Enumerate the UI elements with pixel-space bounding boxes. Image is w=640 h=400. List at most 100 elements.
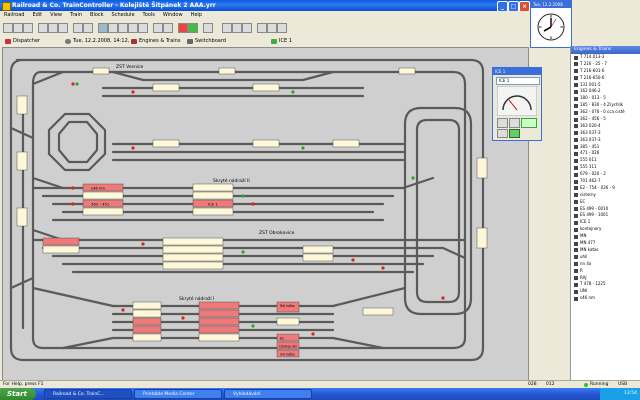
list-item[interactable]: MN kaťas (571, 247, 640, 254)
train-select[interactable]: ICE 1 (496, 77, 540, 85)
taskbar-item-media[interactable]: Printable Media Center (134, 389, 222, 399)
save-icon[interactable] (23, 23, 33, 33)
list-item[interactable]: T 216-650-6 (571, 75, 640, 82)
menu-schedule[interactable]: Schedule (111, 12, 135, 18)
list-item[interactable]: T 478 - 1225 (571, 281, 640, 288)
switch-icon[interactable] (118, 23, 128, 33)
tab-dispatcher[interactable]: Dispatcher (4, 37, 61, 46)
list-item[interactable]: kontejnery (571, 226, 640, 233)
cut-icon[interactable] (38, 23, 48, 33)
list-item[interactable]: 679 - 020 - 2 (571, 171, 640, 178)
list-item[interactable]: ICE 1 (571, 219, 640, 226)
menu-railroad[interactable]: Railroad (4, 12, 25, 18)
list-item[interactable]: MN (571, 233, 640, 240)
engine-icon (574, 89, 578, 94)
taskbar-item-trainctrl[interactable]: Railroad & Co. TrainC... (44, 389, 132, 399)
taskbar-item-search[interactable]: Vyhledávání (224, 389, 312, 399)
clock-window[interactable]: Tue, 12.2.2008 (530, 0, 572, 48)
tab-engines[interactable]: Engines & Trains (130, 37, 197, 46)
sound-icon[interactable] (277, 23, 287, 33)
edit-mode-icon[interactable] (98, 23, 108, 33)
block-lower-right (362, 307, 394, 316)
engine-name: 363 020-4 (580, 122, 601, 128)
list-item[interactable]: ES 499 - 1001 (571, 212, 640, 219)
list-item[interactable]: E2 - 754 - 026 - 9 (571, 185, 640, 192)
track-layout[interactable]: ZST Vesnice Skryté nádraží II ZST Obroko… (3, 48, 528, 380)
list-item[interactable]: R (571, 268, 640, 275)
zoom-in-icon[interactable] (153, 23, 163, 33)
menu-window[interactable]: Window (162, 12, 183, 18)
tab-train[interactable]: ICE 1 (270, 37, 309, 46)
train-label-ice1: ICE 1 (208, 202, 218, 207)
list-item[interactable]: 185 - 830 - 4 Zrychlík (571, 102, 640, 109)
list-item[interactable]: 362 - 456 - 5 (571, 116, 640, 123)
direction-icon[interactable] (521, 118, 537, 128)
block-icon[interactable] (138, 23, 148, 33)
list-item[interactable]: s46 nm (571, 295, 640, 302)
clock-icon[interactable] (242, 23, 252, 33)
list-item[interactable]: UNI (571, 288, 640, 295)
tab-datetime[interactable]: Tue, 12.2.2008, 14:12, PM (64, 37, 133, 53)
list-item[interactable]: ES 499 - 0010 (571, 206, 640, 213)
list-item[interactable]: 555 111 (571, 164, 640, 171)
stop-icon[interactable] (497, 129, 508, 138)
menu-edit[interactable]: Edit (32, 12, 43, 18)
menu-view[interactable]: View (50, 12, 63, 18)
schedule-icon[interactable] (232, 23, 242, 33)
tab-switchboard[interactable]: Switchboard (186, 37, 243, 46)
engine-name: 185 - 830 - 4 Zrychlík (580, 102, 624, 108)
list-item[interactable]: 385 - 451 (571, 144, 640, 151)
open-icon[interactable] (13, 23, 23, 33)
menu-train[interactable]: Train (70, 12, 83, 18)
list-item[interactable]: 162 046-2 (571, 88, 640, 95)
list-item[interactable]: 363 037-3 (571, 130, 640, 137)
menu-help[interactable]: Help (190, 12, 202, 18)
list-item[interactable]: 555 011 (571, 157, 640, 164)
block-hidden-ii-8 (192, 207, 234, 216)
go-icon[interactable] (188, 23, 198, 33)
zoom-out-icon[interactable] (163, 23, 173, 33)
engine-name: 679 - 020 - 2 (580, 171, 606, 177)
list-item[interactable]: EC (571, 199, 640, 206)
train-icon (574, 248, 578, 253)
list-item[interactable]: T 216 - 25 - 7 (571, 61, 640, 68)
light-icon[interactable] (497, 118, 508, 128)
block-hidden-i-6 (198, 301, 240, 310)
copy-icon[interactable] (48, 23, 58, 33)
new-icon[interactable] (3, 23, 13, 33)
toolbar (0, 20, 530, 37)
help-icon[interactable] (203, 23, 213, 33)
list-item[interactable]: 471 - 026 (571, 150, 640, 157)
trigger-icon[interactable] (267, 23, 277, 33)
status-running: Running (590, 382, 609, 387)
route-icon[interactable] (257, 23, 267, 33)
stop-icon[interactable] (178, 23, 188, 33)
paste-icon[interactable] (58, 23, 68, 33)
start-button[interactable]: Start (0, 388, 36, 400)
list-item[interactable]: 701 462-7 (571, 178, 640, 185)
list-item[interactable]: 363 037-3 (571, 137, 640, 144)
list-item[interactable]: RAJ (571, 275, 640, 282)
switchboard-canvas[interactable]: ZST Vesnice Skryté nádraží II ZST Obroko… (2, 47, 529, 381)
inner-loop-track (31, 70, 467, 350)
list-item[interactable]: T 216-601-6 (571, 68, 640, 75)
signal-icon[interactable] (128, 23, 138, 33)
list-item[interactable]: nn 4x (571, 261, 640, 268)
menu-block[interactable]: Block (90, 12, 104, 18)
list-item[interactable]: T 714.013-3 (571, 54, 640, 61)
list-item[interactable]: 131 001-5 (571, 82, 640, 89)
list-item[interactable]: MN 477 (571, 240, 640, 247)
go-icon[interactable] (509, 129, 520, 138)
list-item[interactable]: 180 - 013 - 5 (571, 95, 640, 102)
redo-icon[interactable] (83, 23, 93, 33)
undo-icon[interactable] (73, 23, 83, 33)
horn-icon[interactable] (509, 118, 520, 128)
list-item[interactable]: uhlí (571, 254, 640, 261)
draw-track-icon[interactable] (108, 23, 118, 33)
list-item[interactable]: 363 020-4 (571, 123, 640, 130)
list-item[interactable]: cisterny (571, 192, 640, 199)
list-item[interactable]: 362 - 076 - 0 cca cistě (571, 109, 640, 116)
menu-tools[interactable]: Tools (142, 12, 155, 18)
train-icon[interactable] (222, 23, 232, 33)
train-control-panel[interactable]: ICE 1 ICE 1 (492, 67, 542, 141)
